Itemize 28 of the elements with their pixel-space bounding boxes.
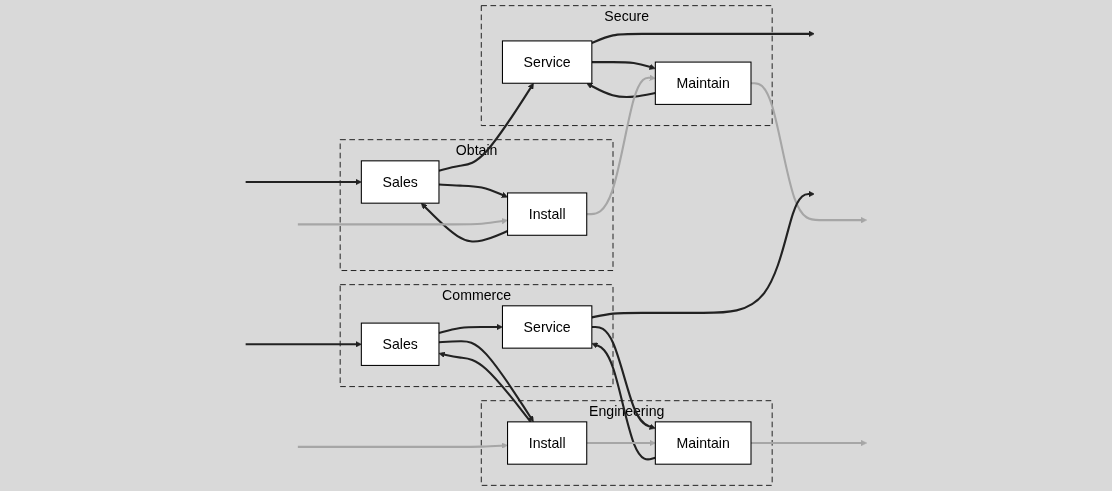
arrow [591,342,656,461]
arrow [750,82,867,224]
node-box: Maintain [654,61,752,105]
arrow [438,183,508,198]
node-box: Install [506,192,588,236]
arrow [591,30,815,44]
arrow [591,190,815,319]
node-box: Sales [360,322,440,366]
arrow [297,442,508,449]
arrow [420,202,508,243]
arrow [591,325,656,430]
arrow [586,74,656,216]
arrow [438,323,503,335]
arrow [591,61,656,70]
arrow [438,340,534,423]
arrow [245,178,362,186]
arrow [750,439,867,447]
arrow [297,218,508,226]
arrow [586,439,656,447]
arrow [586,82,656,99]
arrow [245,341,362,348]
arrow [438,351,532,423]
node-box: Maintain [654,421,752,465]
node-box: Install [506,421,588,465]
arrow [438,82,534,172]
node-box: Sales [360,160,440,204]
node-box: Service [501,305,593,349]
node-box: Service [501,40,593,84]
